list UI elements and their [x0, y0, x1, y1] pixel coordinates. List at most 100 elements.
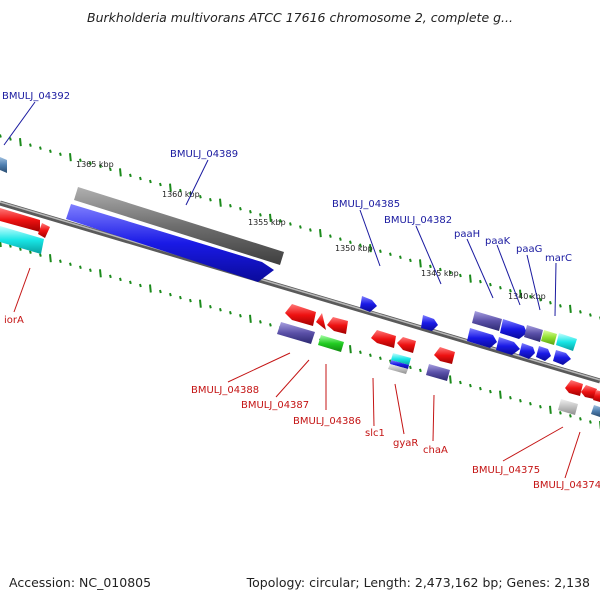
gene-iorA-tip[interactable] — [38, 223, 50, 238]
major-tick — [19, 138, 22, 147]
minor-tick — [0, 134, 2, 138]
gene-label-BMULJ_04392: BMULJ_04392 — [2, 91, 70, 102]
minor-tick — [79, 158, 82, 163]
gene-BMULJ_04387[interactable] — [316, 313, 326, 330]
gene-BMULJ_04386-green[interactable] — [318, 335, 344, 352]
minor-tick — [69, 262, 72, 266]
minor-tick — [419, 368, 422, 373]
gene-BMULJ_04385[interactable] — [360, 296, 377, 312]
gene-blue-a[interactable] — [467, 328, 497, 348]
major-tick — [499, 390, 502, 399]
gene-paaG[interactable] — [524, 325, 543, 342]
major-tick — [199, 299, 202, 308]
kbp-label: 1360 kbp — [162, 190, 200, 199]
minor-tick — [9, 137, 12, 141]
forward-gene-labels: BMULJ_04392 BMULJ_04389 BMULJ_04385 BMUL… — [2, 91, 572, 264]
minor-tick — [49, 149, 52, 153]
gene-gyaR-silver[interactable] — [388, 364, 408, 374]
gene-blue-b[interactable] — [496, 337, 520, 355]
gene-chaA[interactable] — [434, 347, 455, 364]
minor-tick — [219, 307, 222, 312]
gene-BMULJ_04374-b[interactable] — [593, 390, 600, 402]
gene-label-paaK: paaK — [485, 236, 511, 247]
minor-tick — [559, 411, 562, 415]
minor-tick — [369, 353, 372, 357]
minor-tick — [209, 197, 212, 202]
gene-steel-c[interactable] — [591, 405, 600, 417]
gene-BMULJ_04375[interactable] — [565, 380, 583, 396]
gene-label-chaA: chaA — [423, 445, 448, 456]
minor-tick — [309, 228, 312, 232]
minor-tick — [439, 267, 442, 272]
gene-chaA-purple[interactable] — [426, 364, 450, 381]
major-tick — [269, 213, 272, 222]
minor-tick — [59, 152, 62, 156]
gene-lime[interactable] — [541, 330, 557, 345]
minor-tick — [529, 402, 532, 406]
kbp-label: 1340 kbp — [508, 292, 546, 301]
gene-slc1[interactable] — [371, 330, 396, 348]
minor-tick — [159, 182, 162, 187]
major-tick — [419, 259, 422, 268]
gene-label-BMULJ_04374: BMULJ_04374 — [533, 480, 600, 491]
minor-tick — [139, 283, 142, 288]
gene-blue-d[interactable] — [536, 346, 551, 361]
major-tick — [249, 314, 252, 323]
gene-BMULJ_04388-b[interactable] — [277, 322, 315, 344]
gene-BMULJ_04388[interactable] — [285, 304, 316, 326]
minor-tick — [399, 255, 402, 260]
minor-tick — [29, 143, 32, 147]
minor-tick — [269, 323, 272, 327]
minor-tick — [179, 295, 182, 300]
gene-label-BMULJ_04387: BMULJ_04387 — [241, 400, 309, 411]
minor-tick — [339, 237, 342, 241]
gene-silver-c[interactable] — [558, 399, 578, 415]
map-title: Burkholderia multivorans ATCC 17616 chro… — [87, 10, 513, 25]
gene-label-paaH: paaH — [454, 229, 480, 240]
gene-gyaR-blue[interactable] — [390, 360, 409, 369]
gene-label-BMULJ_04382: BMULJ_04382 — [384, 215, 452, 226]
minor-tick — [89, 268, 92, 273]
gene-BMULJ_04386[interactable] — [327, 317, 348, 334]
minor-tick — [459, 273, 462, 278]
minor-tick — [129, 173, 132, 178]
gene-iorA[interactable] — [0, 208, 40, 232]
gene-rrna-segment[interactable] — [74, 187, 284, 265]
topology-summary-text: Topology: circular; Length: 2,473,162 bp… — [246, 575, 590, 590]
gene-BMULJ_04389[interactable] — [66, 204, 274, 282]
major-tick — [569, 304, 572, 313]
minor-tick — [39, 253, 42, 257]
minor-tick — [489, 389, 492, 394]
minor-tick — [429, 264, 432, 269]
minor-tick — [489, 282, 492, 287]
kbp-label: 1355 kbp — [248, 218, 286, 227]
minor-tick — [349, 240, 352, 244]
minor-tick — [519, 398, 522, 403]
gene-BMULJ_04374[interactable] — [581, 385, 597, 399]
major-tick — [119, 168, 122, 177]
gene-features[interactable] — [0, 157, 600, 417]
gene-paaK[interactable] — [500, 319, 527, 339]
gene-blue-e[interactable] — [553, 350, 571, 365]
gene-BMULJ_04382[interactable] — [421, 315, 438, 331]
gene-gyaR[interactable] — [397, 337, 416, 353]
major-tick — [319, 229, 322, 238]
minor-tick — [39, 146, 42, 150]
gene-gyaR-cyan[interactable] — [391, 353, 411, 365]
minor-tick — [289, 222, 292, 226]
reverse-gene-labels: iorA BMULJ_04388 BMULJ_04387 BMULJ_04386… — [4, 315, 600, 491]
gene-blue-c[interactable] — [519, 343, 535, 359]
gene-label-BMULJ_04389: BMULJ_04389 — [170, 149, 238, 160]
gene-label-BMULJ_04375: BMULJ_04375 — [472, 465, 540, 476]
accession-text: Accession: NC_010805 — [9, 575, 152, 590]
minor-tick — [409, 365, 412, 370]
gene-paaH[interactable] — [472, 311, 502, 331]
gene-marC[interactable] — [556, 333, 577, 351]
gene-BMULJ_04392[interactable] — [0, 157, 7, 173]
gene-iorA-cyan[interactable] — [0, 226, 44, 254]
minor-tick — [509, 395, 512, 400]
minor-tick — [559, 304, 562, 308]
minor-tick — [109, 167, 112, 172]
minor-tick — [449, 270, 452, 275]
